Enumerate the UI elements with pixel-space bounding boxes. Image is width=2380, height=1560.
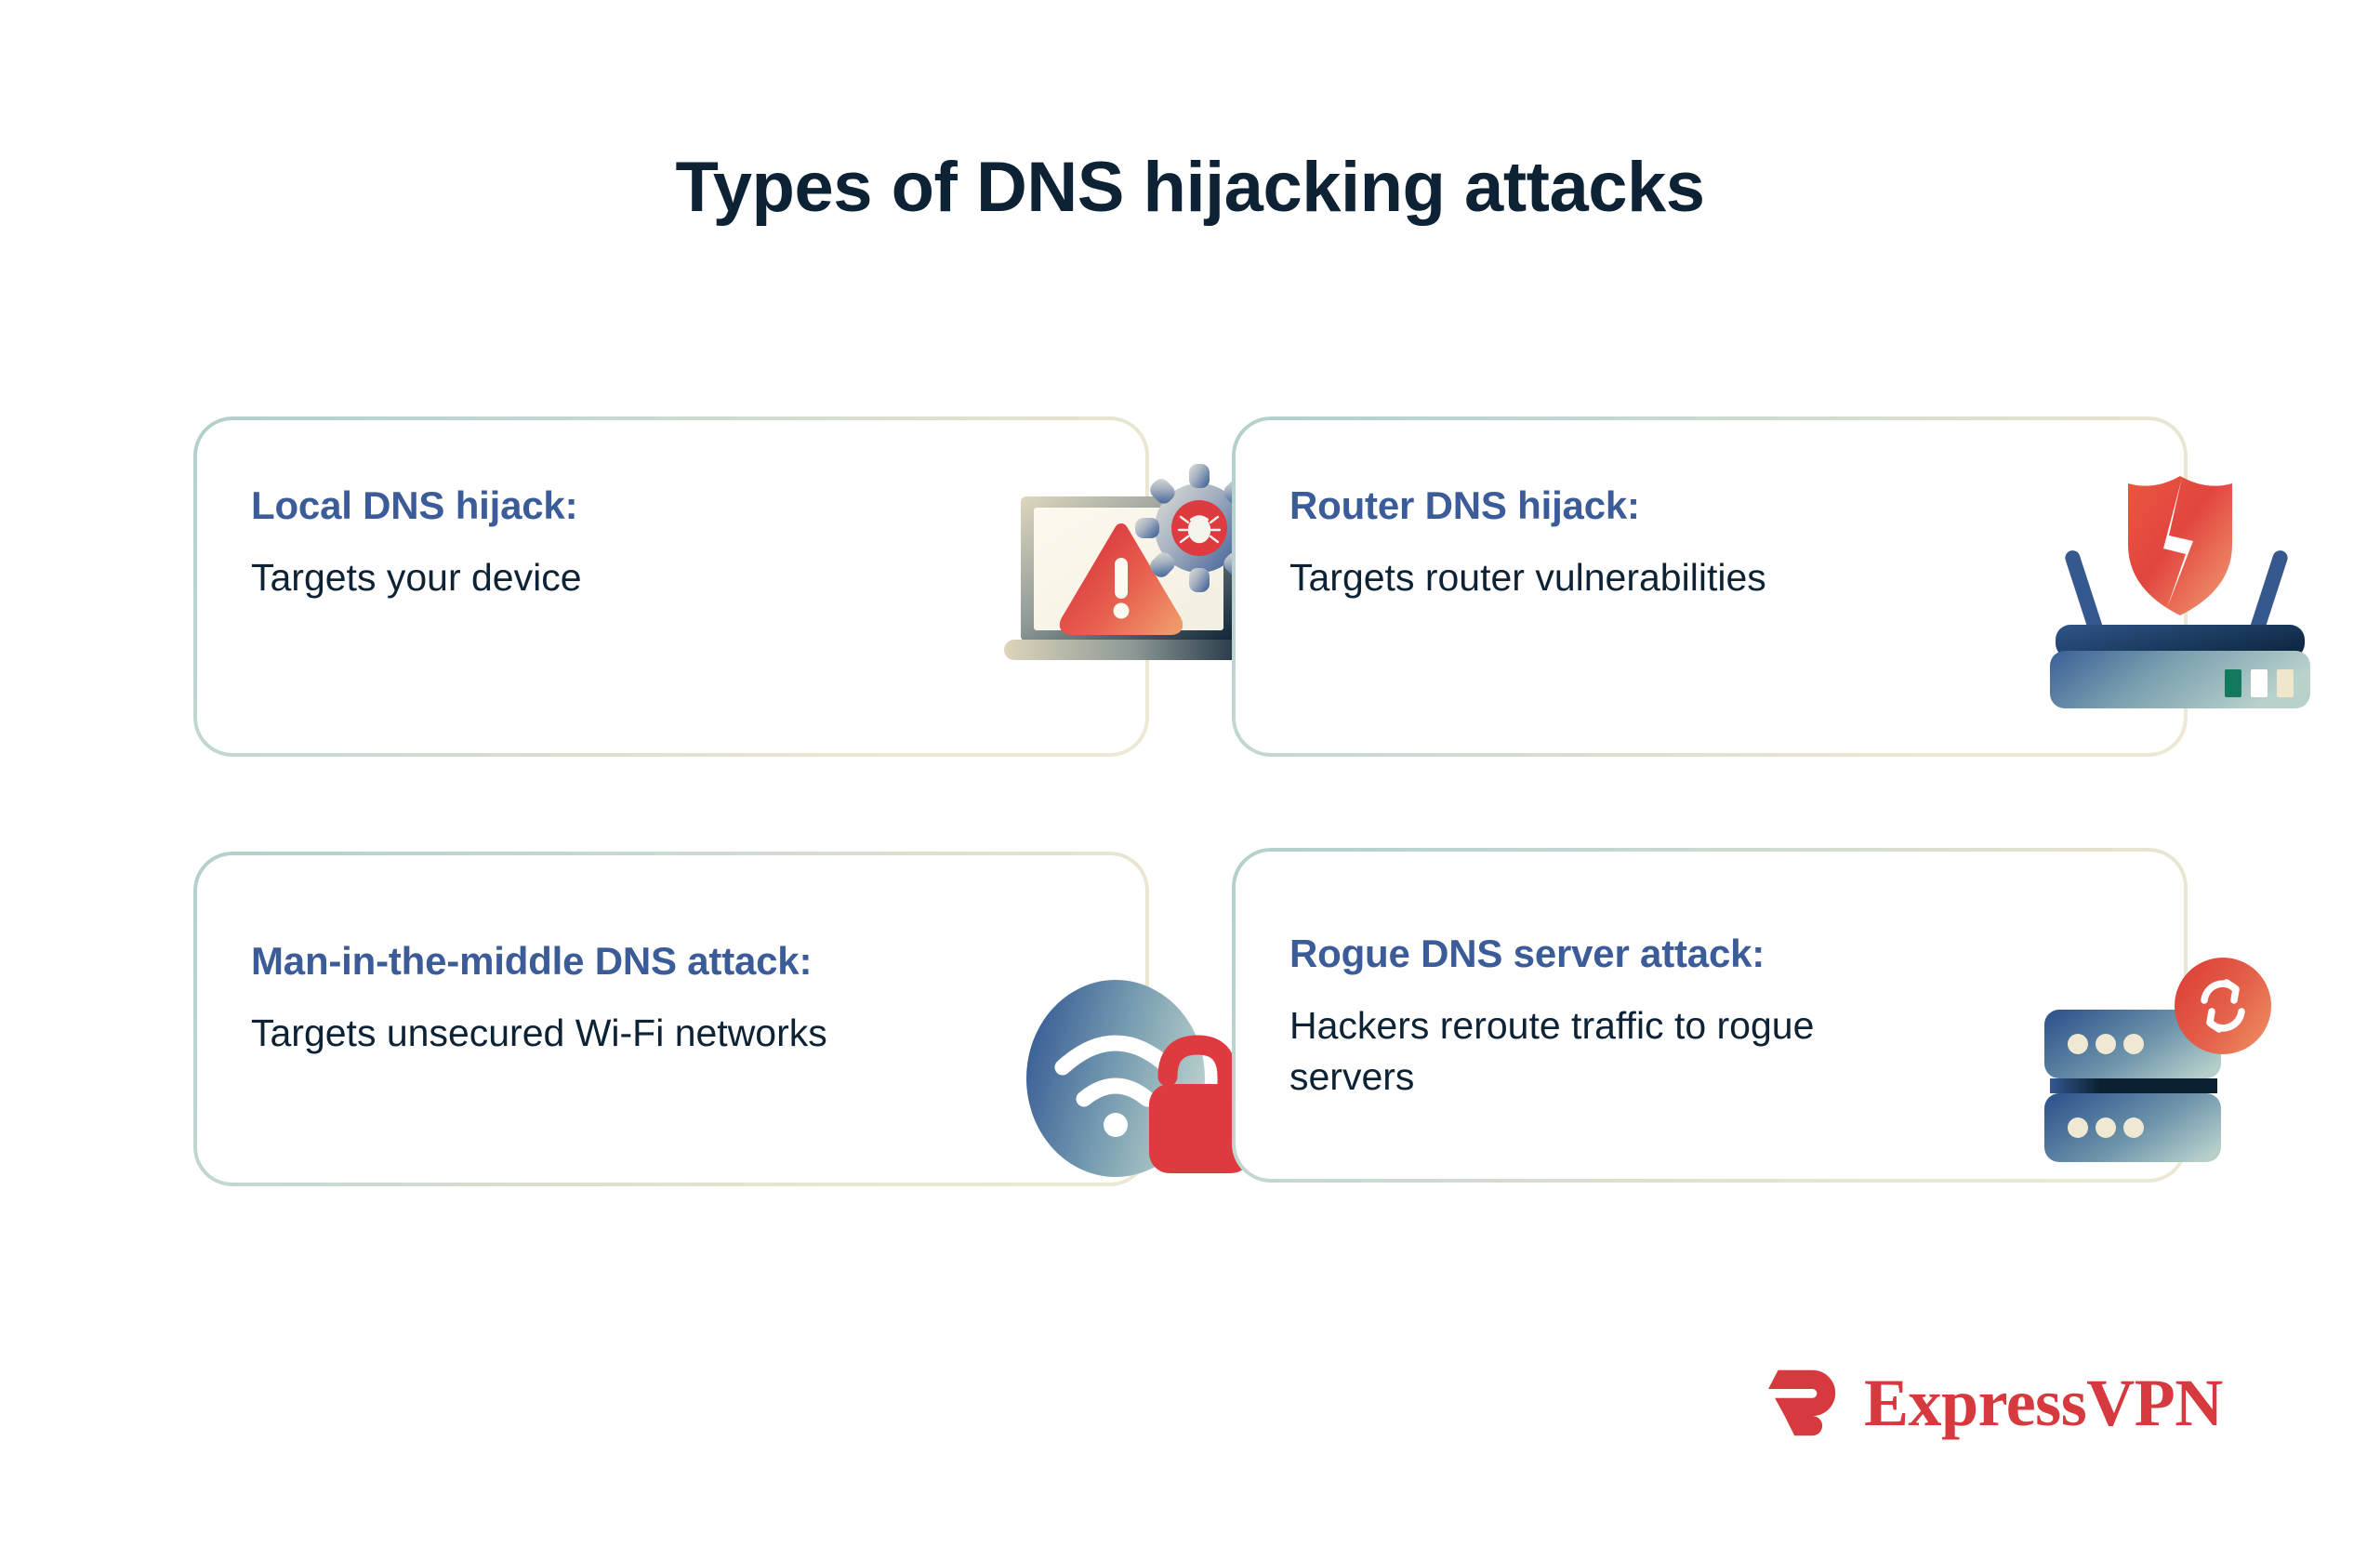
router-broken-shield-icon	[2050, 459, 2310, 710]
card-text-block: Local DNS hijack: Targets your device	[251, 483, 582, 603]
card-heading: Router DNS hijack:	[1289, 483, 1640, 527]
page-title: Types of DNS hijacking attacks	[675, 148, 1705, 227]
card-body: Targets unsecured Wi-Fi networks	[251, 1011, 827, 1055]
wifi-open-padlock-icon	[1012, 969, 1272, 1192]
card-heading: Rogue DNS server attack:	[1289, 932, 1765, 975]
card-text-block: Rogue DNS server attack: Hackers reroute…	[1289, 932, 1866, 1102]
card-mitm-dns-attack[interactable]: Man-in-the-middle DNS attack: Targets un…	[193, 852, 1251, 1186]
card-heading: Man-in-the-middle DNS attack:	[251, 939, 813, 983]
card-body: Targets router vulnerabilities	[1289, 556, 1766, 600]
expressvpn-e-mark-icon	[1762, 1362, 1844, 1444]
attack-types-grid: Local DNS hijack: Targets your device	[193, 415, 2310, 1186]
card-body: Targets your device	[251, 556, 582, 600]
card-text-block: Router DNS hijack: Targets router vulner…	[1289, 483, 1766, 603]
card-text-block: Man-in-the-middle DNS attack: Targets un…	[251, 939, 827, 1059]
card-heading: Local DNS hijack:	[251, 483, 578, 527]
card-local-dns-hijack[interactable]: Local DNS hijack: Targets your device	[193, 416, 1263, 757]
expressvpn-wordmark: ExpressVPN	[1864, 1366, 2223, 1440]
card-rogue-dns-server-attack[interactable]: Rogue DNS server attack: Hackers reroute…	[1232, 848, 2271, 1183]
server-rack-refresh-icon	[2041, 954, 2310, 1186]
card-router-dns-hijack[interactable]: Router DNS hijack: Targets router vulner…	[1232, 416, 2310, 757]
card-body: Hackers reroute traffic to rogue servers	[1289, 1004, 1815, 1098]
laptop-warning-bug-gear-icon	[993, 448, 1281, 699]
expressvpn-logo[interactable]: ExpressVPN	[1762, 1362, 2223, 1444]
